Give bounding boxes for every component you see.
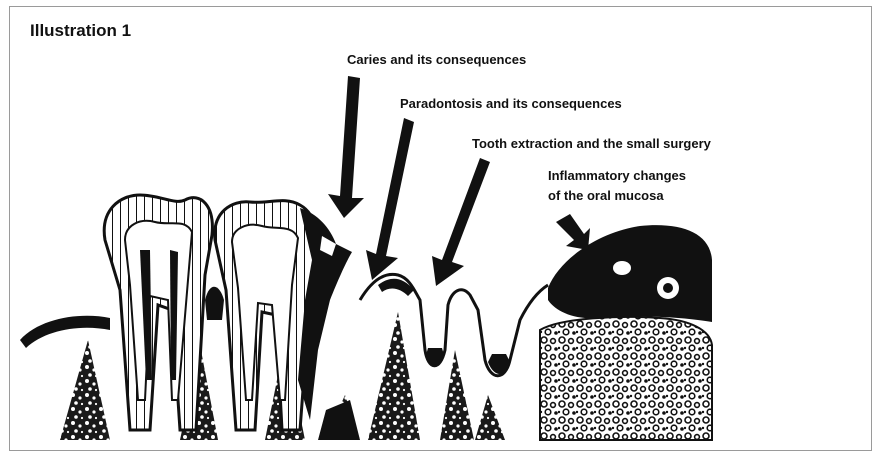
tooth-carious	[215, 201, 360, 440]
gum-left	[20, 316, 110, 348]
arrow-paradontosis	[366, 118, 414, 280]
label-inflammatory-line2: of the oral mucosa	[548, 188, 664, 203]
illustration-title: Illustration 1	[30, 21, 131, 40]
bone-wedge-6	[440, 350, 474, 440]
inflamed-mucosa	[548, 225, 712, 322]
bone-wedge-5	[368, 312, 420, 440]
bone-wedge-7	[475, 395, 505, 440]
label-caries: Caries and its consequences	[347, 52, 526, 67]
label-extraction: Tooth extraction and the small surgery	[472, 136, 712, 151]
bone-wedge-1	[60, 340, 110, 440]
gum-interdental	[205, 287, 224, 320]
arrow-inflammatory	[556, 214, 590, 250]
bone-block-right	[540, 317, 712, 440]
label-inflammatory-line1: Inflammatory changes	[548, 168, 686, 183]
label-paradontosis: Paradontosis and its consequences	[400, 96, 622, 111]
tooth-healthy	[104, 195, 212, 430]
arrow-extraction	[432, 158, 490, 286]
arrow-caries	[328, 76, 364, 218]
